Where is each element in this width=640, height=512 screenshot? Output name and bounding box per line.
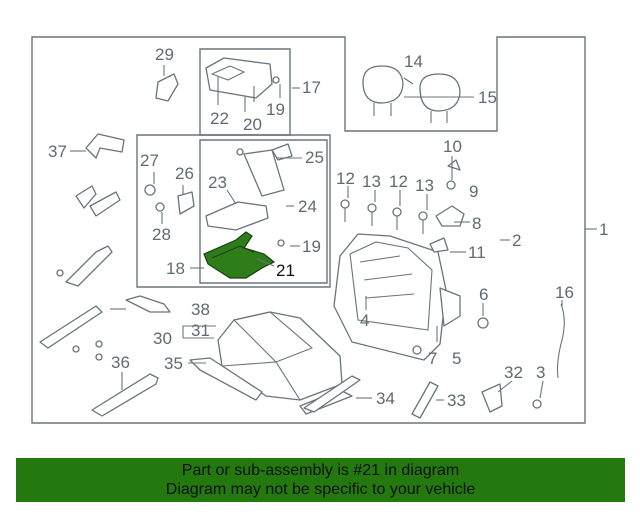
callout-12a: 12 <box>336 169 355 188</box>
callout-9: 9 <box>469 182 478 201</box>
callout-29: 29 <box>155 45 174 64</box>
bracket-part-37 <box>85 133 125 159</box>
trim-part-29 <box>155 73 179 102</box>
info-banner: Part or sub-assembly is #21 in diagram D… <box>16 458 625 502</box>
callout-26: 26 <box>175 164 194 183</box>
callout-24: 24 <box>298 197 317 216</box>
trim-part-33 <box>411 381 439 419</box>
outer-frame <box>31 36 586 424</box>
clip-part-11 <box>429 237 449 253</box>
callout-17: 17 <box>302 78 321 97</box>
rail-left <box>65 245 113 287</box>
parts-diagram: 1 2 3 4 5 6 7 8 9 10 11 12 13 12 13 14 1… <box>31 36 608 424</box>
bolt-part-13b <box>418 211 428 234</box>
callout-35: 35 <box>164 354 183 373</box>
clip-part-26 <box>177 191 195 215</box>
callout-19a: 19 <box>266 100 285 119</box>
callout-21: 21 <box>276 261 295 280</box>
callout-2: 2 <box>512 231 521 250</box>
callout-12b: 12 <box>389 172 408 191</box>
callout-13a: 13 <box>362 172 381 191</box>
callout-11: 11 <box>468 243 486 262</box>
cupholder-part-21 <box>203 231 276 279</box>
armrest-group-box <box>199 48 291 136</box>
headrest-part-15 <box>419 73 461 123</box>
callout-23: 23 <box>208 173 227 192</box>
armrest-lid-part-22 <box>205 57 273 99</box>
seat-back-part-2 <box>333 233 447 361</box>
callout-20: 20 <box>243 115 262 134</box>
callout-19b: 19 <box>302 237 321 256</box>
callout-4: 4 <box>360 311 369 330</box>
banner-line-1: Part or sub-assembly is #21 in diagram <box>181 462 460 479</box>
callout-1: 1 <box>599 220 608 239</box>
trim-part-35 <box>189 357 263 401</box>
callout-10: 10 <box>443 137 462 156</box>
pad-part-23 <box>205 201 269 231</box>
callout-32: 32 <box>504 363 523 382</box>
bolt-part-12a <box>340 199 350 222</box>
callout-38: 38 <box>191 300 210 319</box>
callout-8: 8 <box>472 214 481 233</box>
callout-6: 6 <box>479 285 488 304</box>
harness-part-38 <box>125 295 171 313</box>
callout-18: 18 <box>166 259 185 278</box>
headrest-part-14 <box>362 65 404 116</box>
callout-25: 25 <box>305 148 324 167</box>
bracket-part-32 <box>481 383 503 413</box>
callout-22: 22 <box>210 109 229 128</box>
bolt-part-12b <box>392 207 402 230</box>
callout-3: 3 <box>536 363 545 382</box>
callout-7: 7 <box>428 349 437 368</box>
callout-16: 16 <box>555 283 574 302</box>
callout-34: 34 <box>376 389 395 408</box>
callout-31: 31 <box>191 321 210 340</box>
callout-13b: 13 <box>415 176 434 195</box>
callout-37: 37 <box>48 142 67 161</box>
banner-line-2: Diagram may not be specific to your vehi… <box>165 481 476 498</box>
bolt-part-13a <box>367 203 377 226</box>
callout-15: 15 <box>478 88 497 107</box>
bracket-part-24 <box>243 149 285 197</box>
cupholder-group-box <box>199 139 328 284</box>
callout-27: 27 <box>140 151 159 170</box>
callout-33: 33 <box>447 391 466 410</box>
hinge-left-1 <box>75 185 97 209</box>
cable-part-16 <box>556 303 565 379</box>
callout-30: 30 <box>153 329 172 348</box>
callout-28: 28 <box>152 225 171 244</box>
callout-14: 14 <box>404 52 423 71</box>
trim-part-34 <box>303 375 361 413</box>
callout-36: 36 <box>111 353 130 372</box>
callout-5: 5 <box>452 349 461 368</box>
latch-part-8 <box>435 205 465 227</box>
bracket-part-36 <box>91 373 159 417</box>
